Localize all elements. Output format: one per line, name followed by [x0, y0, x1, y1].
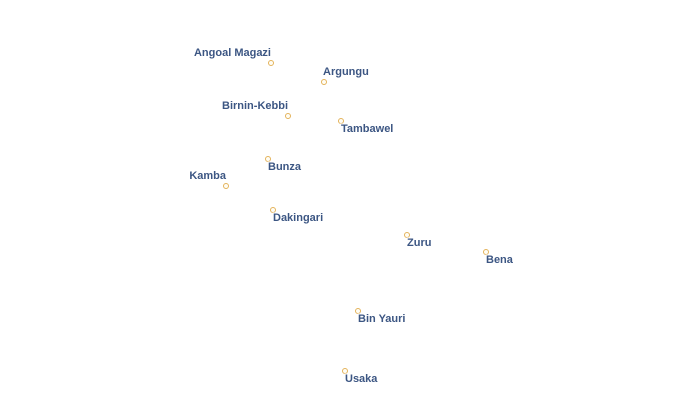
place-label: Zuru: [407, 237, 432, 249]
place-label: Angoal Magazi: [193, 47, 271, 59]
place-marker-icon[interactable]: [223, 183, 229, 189]
place-marker-icon[interactable]: [285, 113, 291, 119]
place-label: Bena: [486, 254, 513, 266]
place-marker-icon[interactable]: [270, 207, 276, 213]
place-label: Kamba: [189, 170, 226, 182]
place-marker-icon[interactable]: [342, 368, 348, 374]
place-marker-icon[interactable]: [483, 249, 489, 255]
place-marker-icon[interactable]: [338, 118, 344, 124]
place-label: Dakingari: [273, 212, 324, 224]
place-marker-icon[interactable]: [265, 156, 271, 162]
place-marker-icon[interactable]: [321, 79, 327, 85]
place-label: Tambawel: [341, 123, 394, 135]
place-label: Usaka: [345, 373, 378, 385]
place-label: Birnin-Kebbi: [222, 100, 288, 112]
place-label: Bunza: [268, 161, 301, 173]
place-marker-icon[interactable]: [355, 308, 361, 314]
place-marker-icon[interactable]: [404, 232, 410, 238]
place-label: Bin Yauri: [358, 313, 406, 325]
place-marker-icon[interactable]: [268, 60, 274, 66]
place-label: Argungu: [323, 66, 369, 78]
